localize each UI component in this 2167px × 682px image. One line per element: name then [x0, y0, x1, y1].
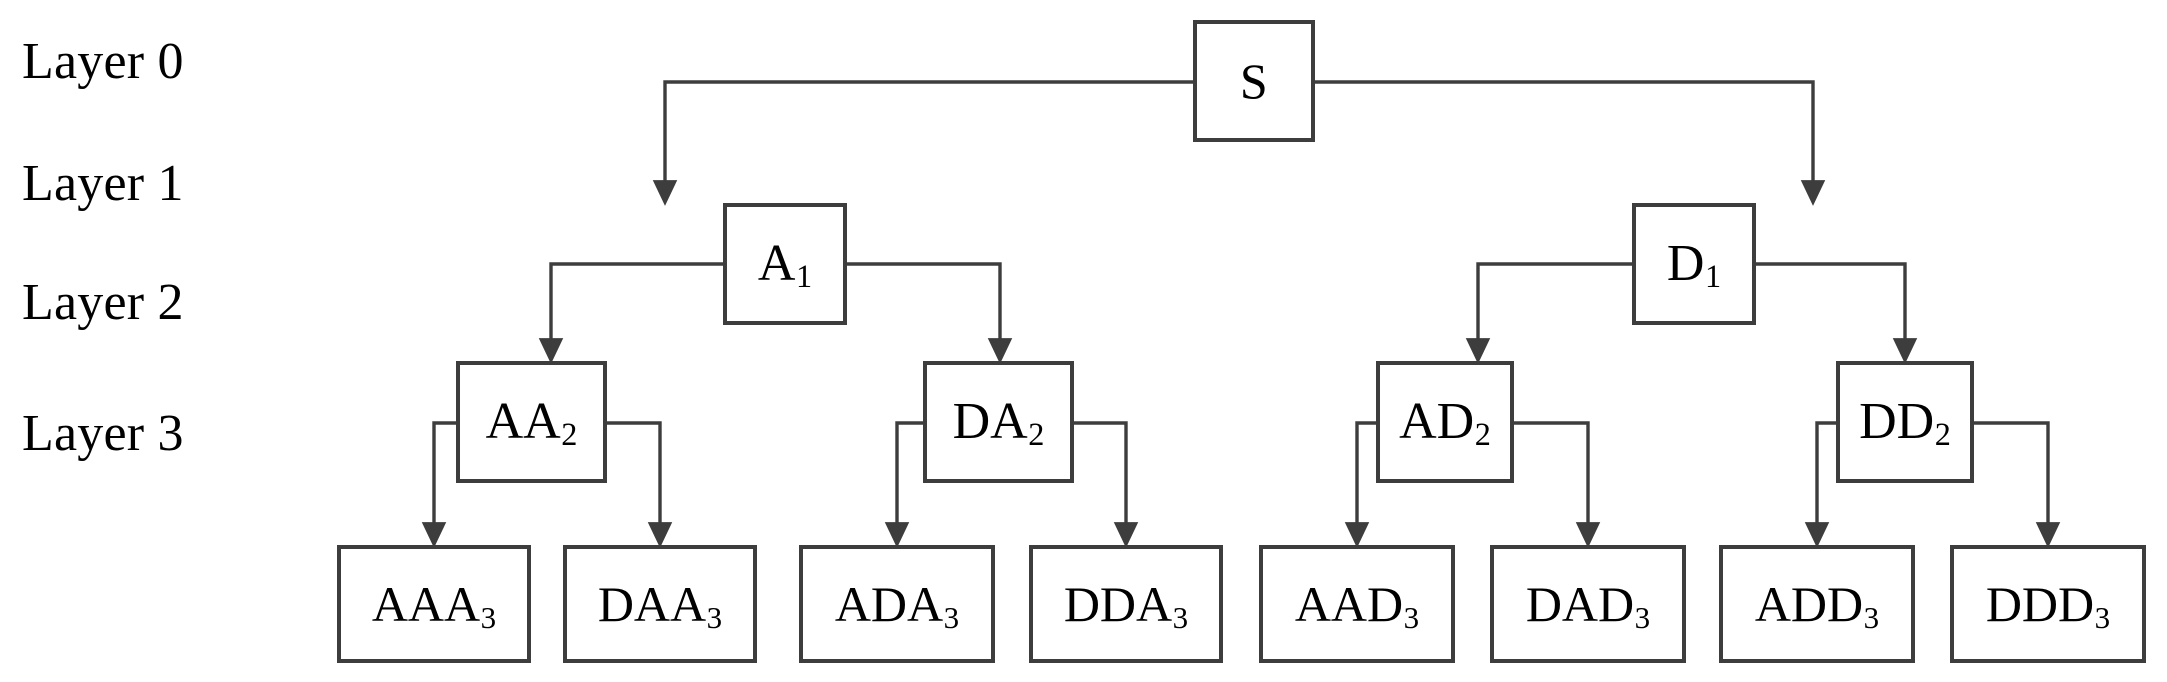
node-da2-text: DA2 [952, 393, 1045, 453]
node-d1[interactable]: D1 [1632, 203, 1756, 325]
node-s-text: S [1239, 53, 1268, 109]
node-add3-text: ADD3 [1754, 576, 1880, 635]
node-aa2[interactable]: AA2 [456, 361, 607, 483]
edge-aa2-to-aaa3 [421, 421, 456, 548]
node-aad3-text: AAD3 [1294, 576, 1420, 635]
node-ada3[interactable]: ADA3 [799, 545, 995, 663]
node-aad3[interactable]: AAD3 [1259, 545, 1455, 663]
node-ad2[interactable]: AD2 [1376, 361, 1514, 483]
node-dda3[interactable]: DDA3 [1029, 545, 1223, 663]
node-dda3-text: DDA3 [1063, 576, 1189, 635]
node-aa2-text: AA2 [485, 393, 578, 453]
layer-label-1: Layer 1 [22, 155, 184, 212]
node-daa3[interactable]: DAA3 [563, 545, 757, 663]
node-aaa3[interactable]: AAA3 [337, 545, 531, 663]
edge-a1-to-da2 [847, 262, 1013, 364]
node-a1-text: A1 [757, 235, 813, 295]
layer-label-2: Layer 2 [22, 274, 184, 331]
node-ada3-text: ADA3 [834, 576, 960, 635]
edge-s-to-a1 [652, 80, 1193, 206]
node-s[interactable]: S [1193, 20, 1315, 142]
layer-label-0: Layer 0 [22, 33, 184, 90]
edge-s-to-d1 [1315, 80, 1826, 206]
edge-ad2-to-dad3 [1514, 421, 1601, 548]
node-daa3-text: DAA3 [597, 576, 723, 635]
node-d1-text: D1 [1666, 235, 1722, 295]
edge-da2-to-ada3 [884, 421, 923, 548]
node-dd2-text: DD2 [1859, 393, 1951, 453]
node-add3[interactable]: ADD3 [1719, 545, 1915, 663]
node-ad2-text: AD2 [1399, 393, 1491, 453]
edge-aa2-to-daa3 [607, 421, 673, 548]
node-dd2[interactable]: DD2 [1836, 361, 1974, 483]
node-a1[interactable]: A1 [723, 203, 847, 325]
edge-d1-to-ad2 [1465, 262, 1632, 364]
node-da2[interactable]: DA2 [923, 361, 1074, 483]
edge-d1-to-dd2 [1756, 262, 1918, 364]
node-ddd3-text: DDD3 [1985, 576, 2111, 635]
edge-dd2-to-add3 [1804, 421, 1836, 548]
edge-da2-to-dda3 [1074, 421, 1139, 548]
layer-label-3: Layer 3 [22, 405, 184, 462]
node-dad3[interactable]: DAD3 [1490, 545, 1686, 663]
node-dad3-text: DAD3 [1525, 576, 1651, 635]
edge-dd2-to-ddd3 [1974, 421, 2061, 548]
edge-ad2-to-aad3 [1344, 421, 1376, 548]
edge-a1-to-aa2 [538, 262, 723, 364]
node-aaa3-text: AAA3 [371, 576, 497, 635]
node-ddd3[interactable]: DDD3 [1950, 545, 2146, 663]
